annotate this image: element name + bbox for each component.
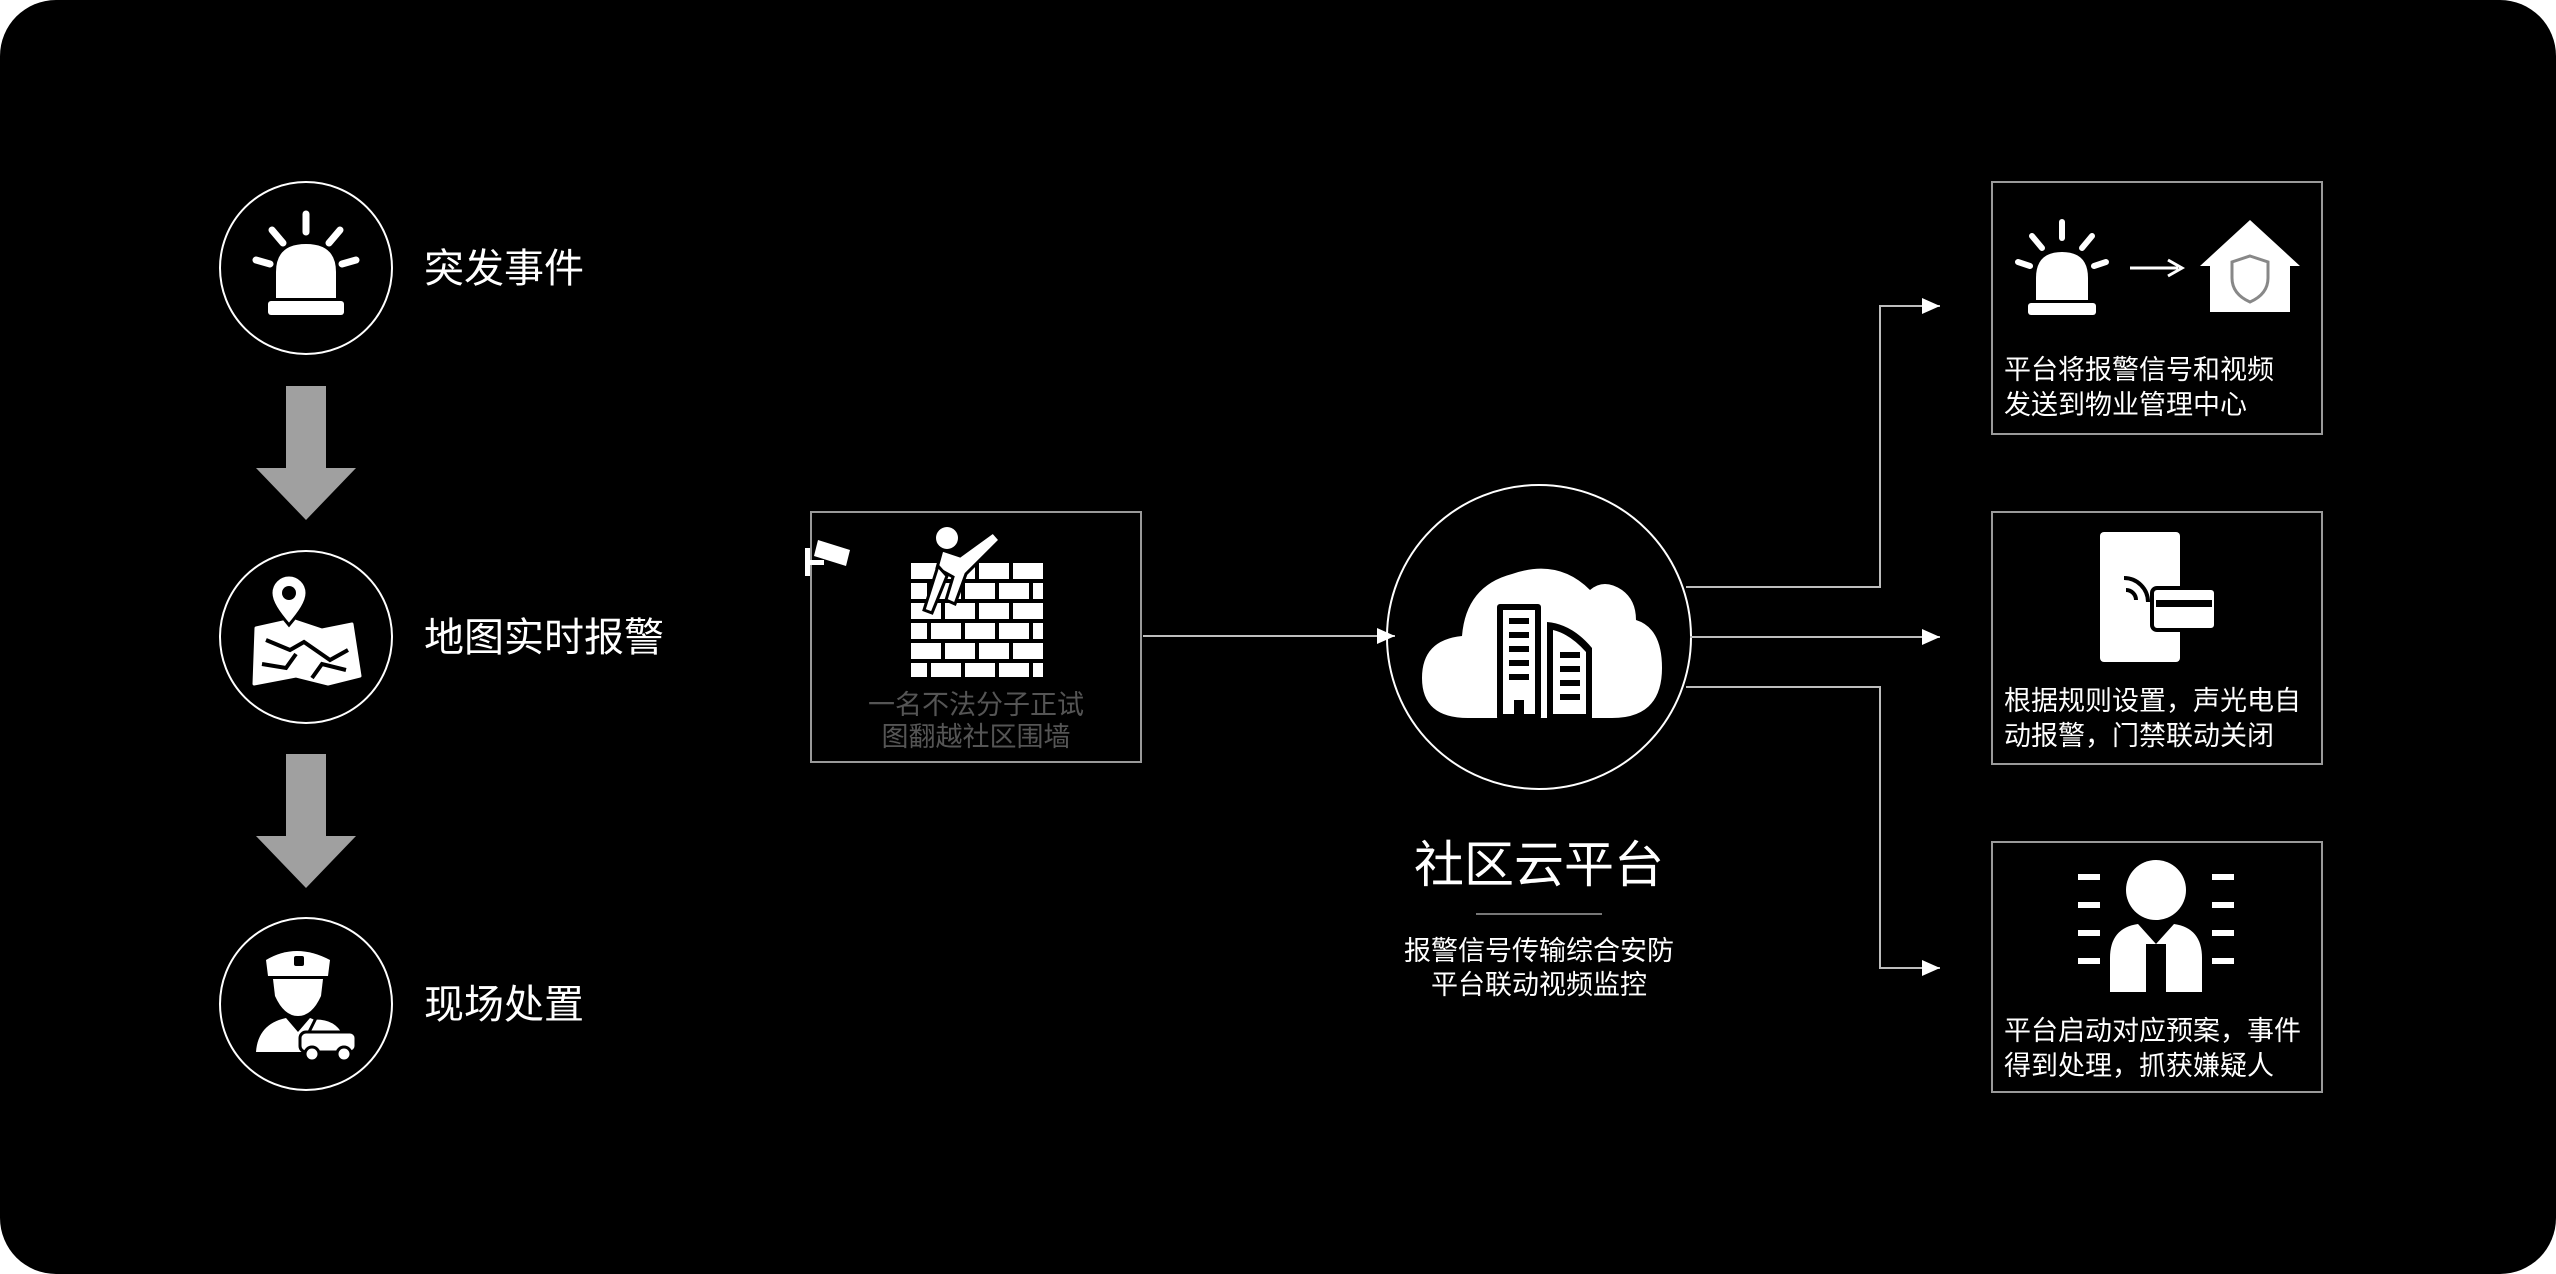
outcome-1-line2: 发送到物业管理中心	[2004, 390, 2247, 421]
wall-climber-icon	[911, 527, 1043, 677]
platform-subtitle-line2: 平台联动视频监控	[1431, 970, 1647, 1001]
outcome-1-line1: 平台将报警信号和视频	[2004, 355, 2274, 386]
intrusion-box: 一名不法分子正试 图翻越社区围墙	[805, 511, 1142, 763]
step-2-circle	[219, 550, 393, 724]
outcome-2-frame	[1991, 511, 2323, 765]
outcome-3-line2: 得到处理，抓获嫌疑人	[2004, 1051, 2274, 1082]
cloud-building-icon	[1422, 568, 1662, 720]
step-2: 地图实时报警	[219, 550, 664, 724]
step-1-circle	[219, 181, 393, 355]
suspect-person-icon	[2078, 860, 2234, 992]
outcome-2-line1: 根据规则设置，声光电自	[2004, 686, 2301, 717]
outcome-1: 平台将报警信号和视频 发送到物业管理中心	[1991, 181, 2323, 435]
step-3-circle	[219, 917, 393, 1091]
alarm-siren-icon	[2015, 219, 2109, 315]
connector-platform-to-outcome-1	[1686, 298, 1940, 588]
alarm-siren-icon	[252, 210, 360, 315]
intrusion-frame	[810, 511, 1142, 763]
outcome-2: 根据规则设置，声光电自 动报警，门禁联动关闭	[1991, 511, 2323, 765]
arrow-right-icon	[2130, 258, 2186, 278]
outcome-3-frame	[1991, 841, 2323, 1093]
security-camera-icon	[805, 540, 850, 576]
police-car-icon	[256, 951, 358, 1063]
connector-platform-to-outcome-3	[1686, 686, 1940, 976]
step-3: 现场处置	[219, 917, 584, 1091]
outcome-3: 平台启动对应预案，事件 得到处理，抓获嫌疑人	[1991, 841, 2323, 1093]
map-pin-icon	[252, 573, 362, 686]
outcome-1-frame	[1991, 181, 2323, 435]
intrusion-caption-line2: 图翻越社区围墙	[882, 722, 1071, 753]
shield-house-icon	[2200, 220, 2300, 312]
step-2-label: 地图实时报警	[424, 615, 664, 661]
intrusion-caption-line1: 一名不法分子正试	[868, 690, 1084, 721]
platform-node: 社区云平台 报警信号传输综合安防 平台联动视频监控	[1386, 484, 1692, 1001]
step-1: 突发事件	[219, 181, 584, 355]
step-1-label: 突发事件	[424, 246, 584, 292]
step-3-label: 现场处置	[424, 982, 584, 1028]
outcome-2-line2: 动报警，门禁联动关闭	[2004, 721, 2274, 752]
outcome-3-line1: 平台启动对应预案，事件	[2004, 1016, 2301, 1047]
down-arrow-1	[256, 386, 356, 520]
down-arrow-2	[256, 754, 356, 888]
platform-title: 社区云平台	[1414, 836, 1664, 894]
platform-subtitle-line1: 报警信号传输综合安防	[1404, 936, 1674, 967]
access-door-card-icon	[2100, 532, 2218, 662]
